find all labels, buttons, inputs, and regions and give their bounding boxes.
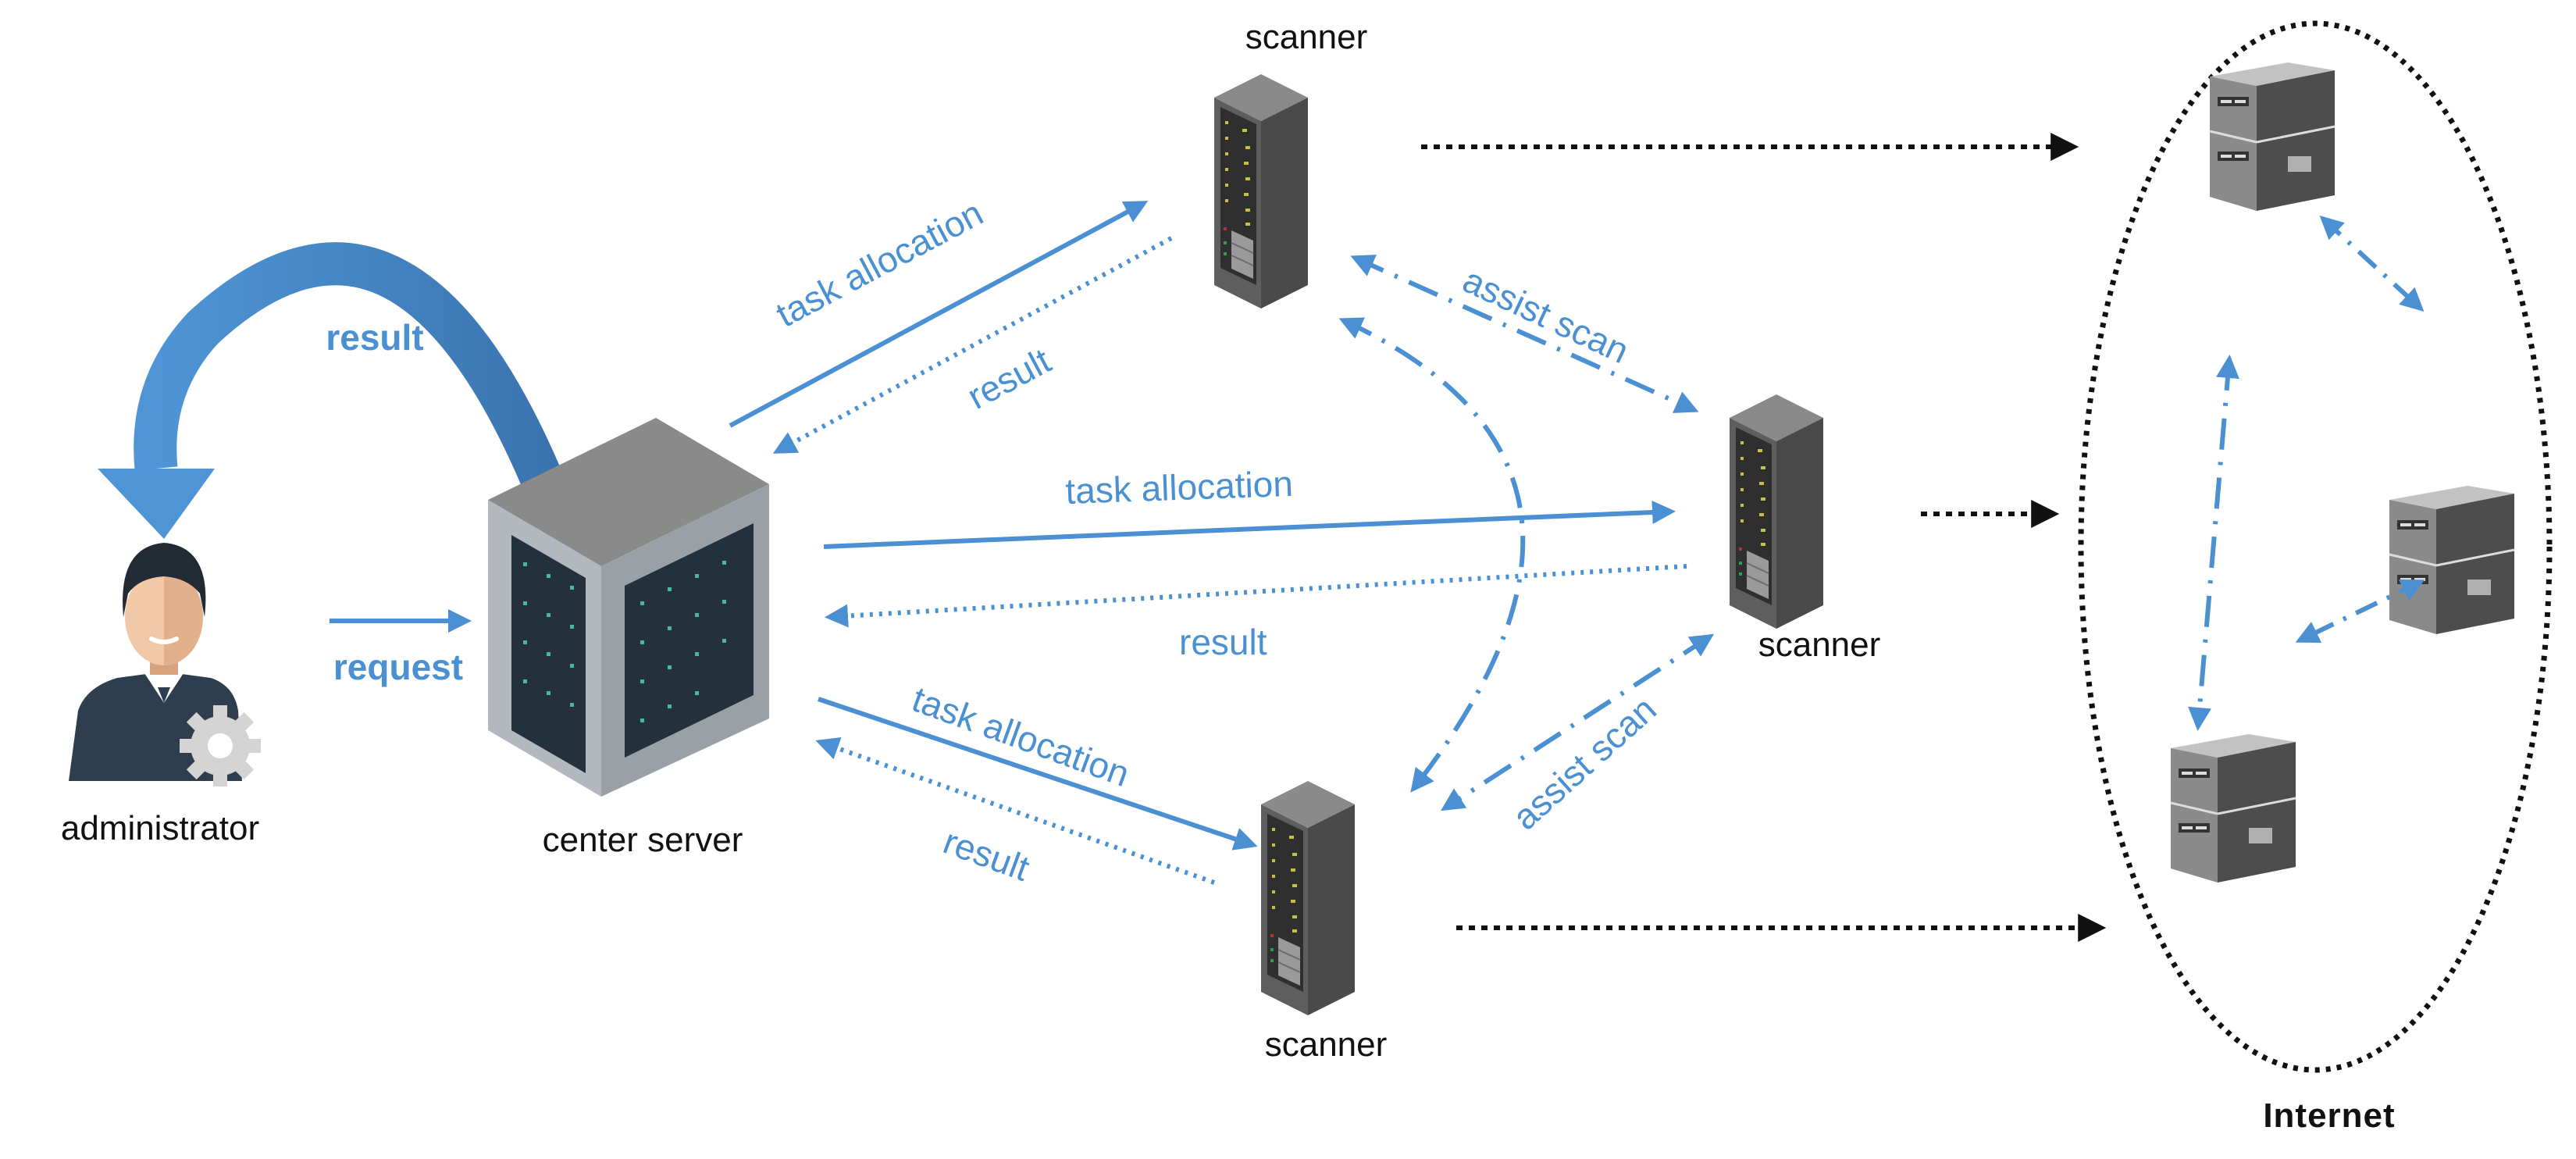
task-allocation-middle-label: task allocation: [1065, 463, 1294, 512]
internet-links: [1421, 133, 2107, 942]
host-box-icon: [2169, 733, 2297, 884]
center-server-label: center server: [543, 821, 743, 859]
edge-top-scanner: task allocation result: [729, 192, 1173, 454]
scanner-bottom-node: scanner: [1260, 780, 1388, 1064]
internet-node: Internet: [2078, 20, 2553, 1135]
result-to-admin-arrow: result: [98, 242, 571, 539]
host-box-icon: [2208, 61, 2336, 212]
scanner-bottom-label: scanner: [1265, 1025, 1388, 1064]
result-to-admin-label: result: [326, 317, 423, 358]
scanner-middle-label: scanner: [1758, 626, 1881, 664]
server-icon: [488, 418, 769, 797]
request-arrow: request: [330, 609, 472, 687]
rack-server-icon: [1260, 780, 1356, 1016]
internet-label: Internet: [2263, 1097, 2395, 1135]
result-bottom-label: result: [939, 821, 1035, 889]
scanner-top-label: scanner: [1245, 18, 1368, 56]
administrator-label: administrator: [61, 809, 259, 847]
scanner-middle-node: scanner: [1729, 394, 1881, 664]
curved-arrowhead-icon: [98, 469, 215, 539]
administrator-node: administrator: [61, 543, 261, 847]
scanner-top-node: scanner: [1213, 18, 1368, 309]
rack-server-icon: [1213, 73, 1309, 309]
assist-scan-links: assist scan assist scan: [1338, 255, 1715, 838]
result-middle-label: result: [1179, 622, 1267, 662]
result-top-label: result: [960, 340, 1057, 417]
request-label: request: [333, 647, 463, 687]
admin-user-gear-icon: [69, 543, 261, 786]
center-server-node: center server: [488, 418, 769, 859]
edge-middle-scanner: task allocation result: [823, 463, 1687, 662]
task-allocation-top-label: task allocation: [769, 192, 989, 335]
rack-server-icon: [1729, 394, 1824, 629]
internet-boundary: [2078, 20, 2553, 1073]
host-box-icon: [2388, 484, 2516, 636]
edge-bottom-scanner: task allocation result: [815, 679, 1258, 889]
task-allocation-bottom-label: task allocation: [907, 679, 1135, 795]
assist-scan-bottom-label: assist scan: [1505, 689, 1664, 838]
